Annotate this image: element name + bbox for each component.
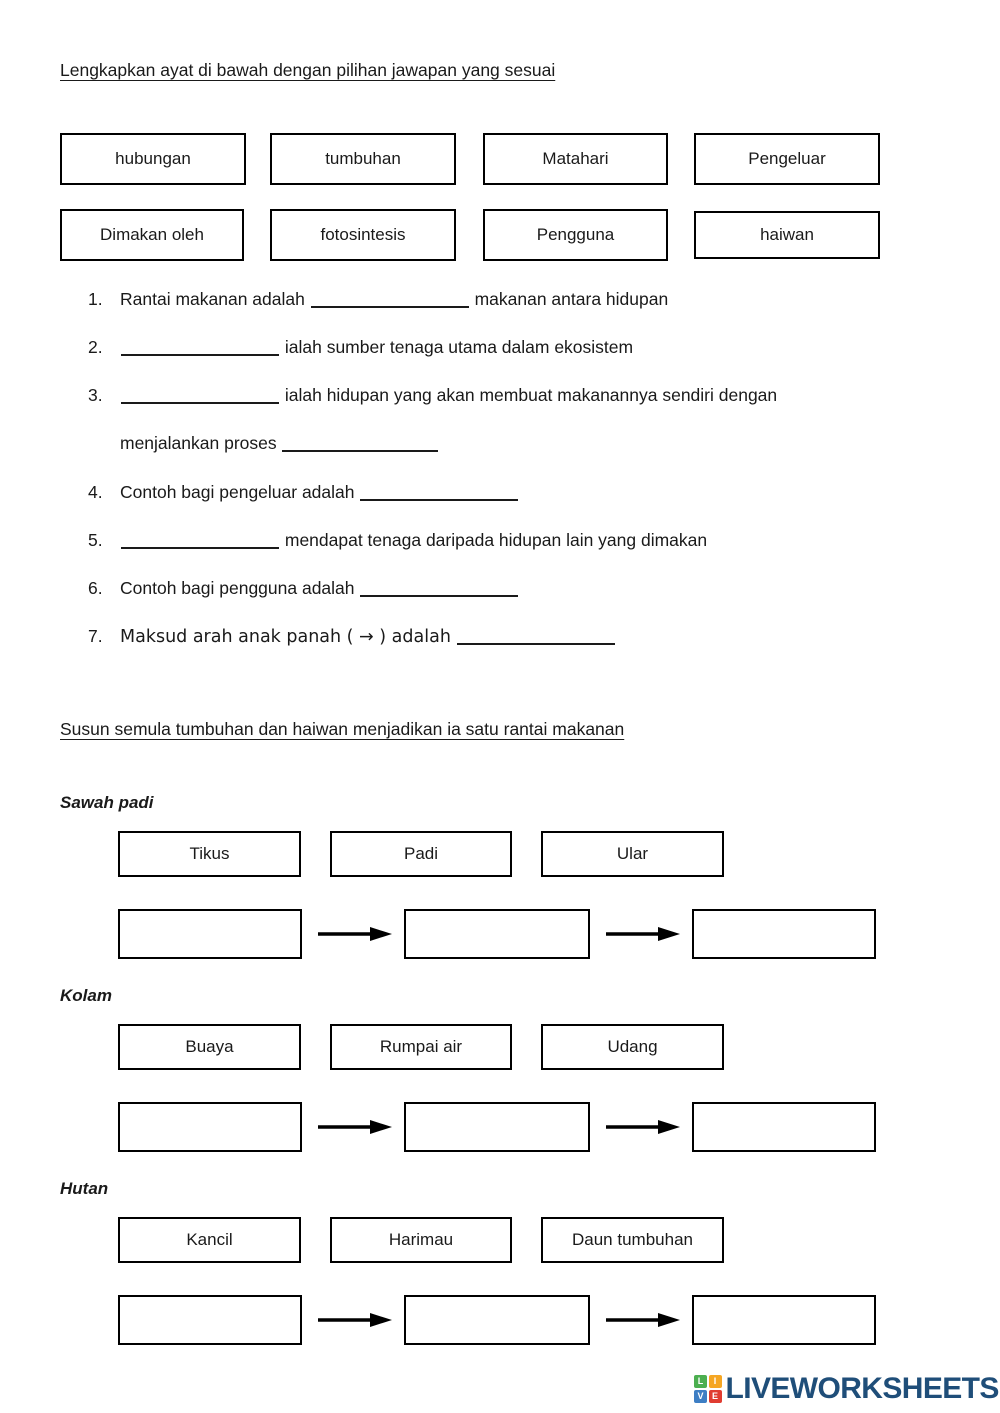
question-text: Contoh bagi pengeluar adalah xyxy=(120,481,948,505)
chain-term-daun-tumbuhan[interactable]: Daun tumbuhan xyxy=(541,1217,724,1263)
question-text: Rantai makanan adalah makanan antara hid… xyxy=(120,288,948,312)
question-text-after: ialah sumber tenaga utama dalam ekosiste… xyxy=(280,337,634,358)
answer-blank[interactable] xyxy=(360,594,519,597)
logo-tile-l: L xyxy=(694,1375,707,1389)
question-number: 5. xyxy=(88,529,103,550)
chain-group-hutan: Hutan Kancil Harimau Daun tumbuhan xyxy=(60,1179,940,1345)
chain-term-row: Kancil Harimau Daun tumbuhan xyxy=(60,1217,940,1263)
arrow-right-icon xyxy=(318,1119,392,1135)
chain-term-row: Tikus Padi Ular xyxy=(60,831,940,877)
question-list: 1. Rantai makanan adalah makanan antara … xyxy=(88,288,948,674)
question-text: Maksud arah anak panah ( → ) adalah xyxy=(120,625,948,650)
question-item-4: 4. Contoh bagi pengeluar adalah xyxy=(88,481,948,505)
question-text-after: mendapat tenaga daripada hidupan lain ya… xyxy=(280,529,708,550)
chain-group-title: Hutan xyxy=(60,1179,109,1198)
chain-answer-slot-1[interactable] xyxy=(118,1102,302,1152)
question-text: ialah sumber tenaga utama dalam ekosiste… xyxy=(120,336,948,360)
arrow-right-icon xyxy=(606,1312,680,1328)
logo-tile-v: V xyxy=(694,1389,707,1403)
chain-answer-row xyxy=(60,1295,940,1345)
answer-blank[interactable] xyxy=(360,498,519,501)
answer-blank[interactable] xyxy=(310,306,469,308)
chain-group-title: Kolam xyxy=(60,986,112,1005)
question-text-after: makanan antara hidupan xyxy=(469,289,669,309)
answer-blank[interactable] xyxy=(121,402,279,405)
chain-group-sawah-padi: Sawah padi Tikus Padi Ular xyxy=(60,793,940,959)
question-item-1: 1. Rantai makanan adalah makanan antara … xyxy=(88,288,948,312)
chain-term-buaya[interactable]: Buaya xyxy=(118,1024,301,1070)
answer-blank[interactable] xyxy=(457,642,616,645)
arrow-right-icon xyxy=(606,926,680,942)
chain-answer-slot-3[interactable] xyxy=(692,1295,876,1345)
liveworksheets-wordmark: LIVEWORKSHEETS xyxy=(725,1372,1000,1405)
question-text-after: ialah hidupan yang akan membuat makanann… xyxy=(280,385,778,406)
chain-answer-slot-2[interactable] xyxy=(404,1102,590,1152)
question-number: 1. xyxy=(88,289,103,309)
chain-term-kancil[interactable]: Kancil xyxy=(118,1217,301,1263)
chain-answer-slot-1[interactable] xyxy=(118,1295,302,1345)
word-bank-option-hubungan[interactable]: hubungan xyxy=(60,133,246,185)
word-bank-option-pengguna[interactable]: Pengguna xyxy=(483,209,668,261)
arrow-right-icon xyxy=(318,1312,392,1328)
section-heading-rearrange-food-chain: Susun semula tumbuhan dan haiwan menjadi… xyxy=(60,719,625,739)
chain-term-tikus[interactable]: Tikus xyxy=(118,831,301,877)
word-bank-option-matahari[interactable]: Matahari xyxy=(483,133,668,185)
chain-group-kolam: Kolam Buaya Rumpai air Udang xyxy=(60,986,940,1152)
question-text-before: Rantai makanan adalah xyxy=(120,289,310,309)
question-number: 4. xyxy=(88,481,103,502)
question-item-3-continuation: menjalankan proses xyxy=(120,432,948,456)
question-text-before: Contoh bagi pengeluar adalah xyxy=(120,481,360,502)
question-item-6: 6. Contoh bagi pengguna adalah xyxy=(88,577,948,601)
chain-term-padi[interactable]: Padi xyxy=(330,831,512,877)
question-number: 2. xyxy=(88,337,103,358)
chain-answer-slot-2[interactable] xyxy=(404,1295,590,1345)
chain-answer-slot-3[interactable] xyxy=(692,1102,876,1152)
chain-answer-row xyxy=(60,909,940,959)
liveworksheets-logo-icon: L I V E xyxy=(694,1375,722,1403)
chain-term-harimau[interactable]: Harimau xyxy=(330,1217,512,1263)
word-bank-option-fotosintesis[interactable]: fotosintesis xyxy=(270,209,456,261)
answer-blank[interactable] xyxy=(121,354,279,357)
chain-term-udang[interactable]: Udang xyxy=(541,1024,724,1070)
section-heading-fill-in-the-blanks: Lengkapkan ayat di bawah dengan pilihan … xyxy=(60,60,556,80)
liveworksheets-logo[interactable]: L I V E LIVEWORKSHEETS xyxy=(694,1374,999,1404)
question-text-before: Contoh bagi pengguna adalah xyxy=(120,577,360,598)
question-item-5: 5. mendapat tenaga daripada hidupan lain… xyxy=(88,529,948,553)
question-number: 3. xyxy=(88,385,103,406)
chain-term-rumpai-air[interactable]: Rumpai air xyxy=(330,1024,512,1070)
word-bank-option-tumbuhan[interactable]: tumbuhan xyxy=(270,133,456,185)
chain-answer-slot-3[interactable] xyxy=(692,909,876,959)
question-text: ialah hidupan yang akan membuat makanann… xyxy=(120,384,948,408)
arrow-right-icon xyxy=(318,926,392,942)
word-bank-row: hubungan tumbuhan Matahari Pengeluar xyxy=(60,133,940,185)
arrow-right-icon xyxy=(606,1119,680,1135)
logo-tile-e: E xyxy=(708,1389,722,1403)
question-item-7: 7. Maksud arah anak panah ( → ) adalah xyxy=(88,625,948,650)
chain-answer-slot-1[interactable] xyxy=(118,909,302,959)
chain-term-row: Buaya Rumpai air Udang xyxy=(60,1024,940,1070)
word-bank-option-dimakan-oleh[interactable]: Dimakan oleh xyxy=(60,209,244,261)
chain-answer-slot-2[interactable] xyxy=(404,909,590,959)
chain-answer-row xyxy=(60,1102,940,1152)
chain-term-ular[interactable]: Ular xyxy=(541,831,724,877)
question-number: 7. xyxy=(88,625,103,646)
logo-tile-i: I xyxy=(708,1375,722,1389)
question-item-3: 3. ialah hidupan yang akan membuat makan… xyxy=(88,384,948,408)
question-continuation-text: menjalankan proses xyxy=(120,433,282,454)
chain-group-title: Sawah padi xyxy=(60,793,154,812)
answer-blank[interactable] xyxy=(121,546,279,549)
word-bank: hubungan tumbuhan Matahari Pengeluar Dim… xyxy=(60,133,940,285)
question-text-before: Maksud arah anak panah ( → ) adalah xyxy=(120,626,457,647)
word-bank-option-haiwan[interactable]: haiwan xyxy=(694,211,880,259)
word-bank-option-pengeluar[interactable]: Pengeluar xyxy=(694,133,880,185)
question-item-2: 2. ialah sumber tenaga utama dalam ekosi… xyxy=(88,336,948,360)
question-number: 6. xyxy=(88,577,103,598)
question-text: Contoh bagi pengguna adalah xyxy=(120,577,948,601)
word-bank-row: Dimakan oleh fotosintesis Pengguna haiwa… xyxy=(60,209,940,261)
answer-blank[interactable] xyxy=(282,450,439,453)
question-text: mendapat tenaga daripada hidupan lain ya… xyxy=(120,529,948,553)
